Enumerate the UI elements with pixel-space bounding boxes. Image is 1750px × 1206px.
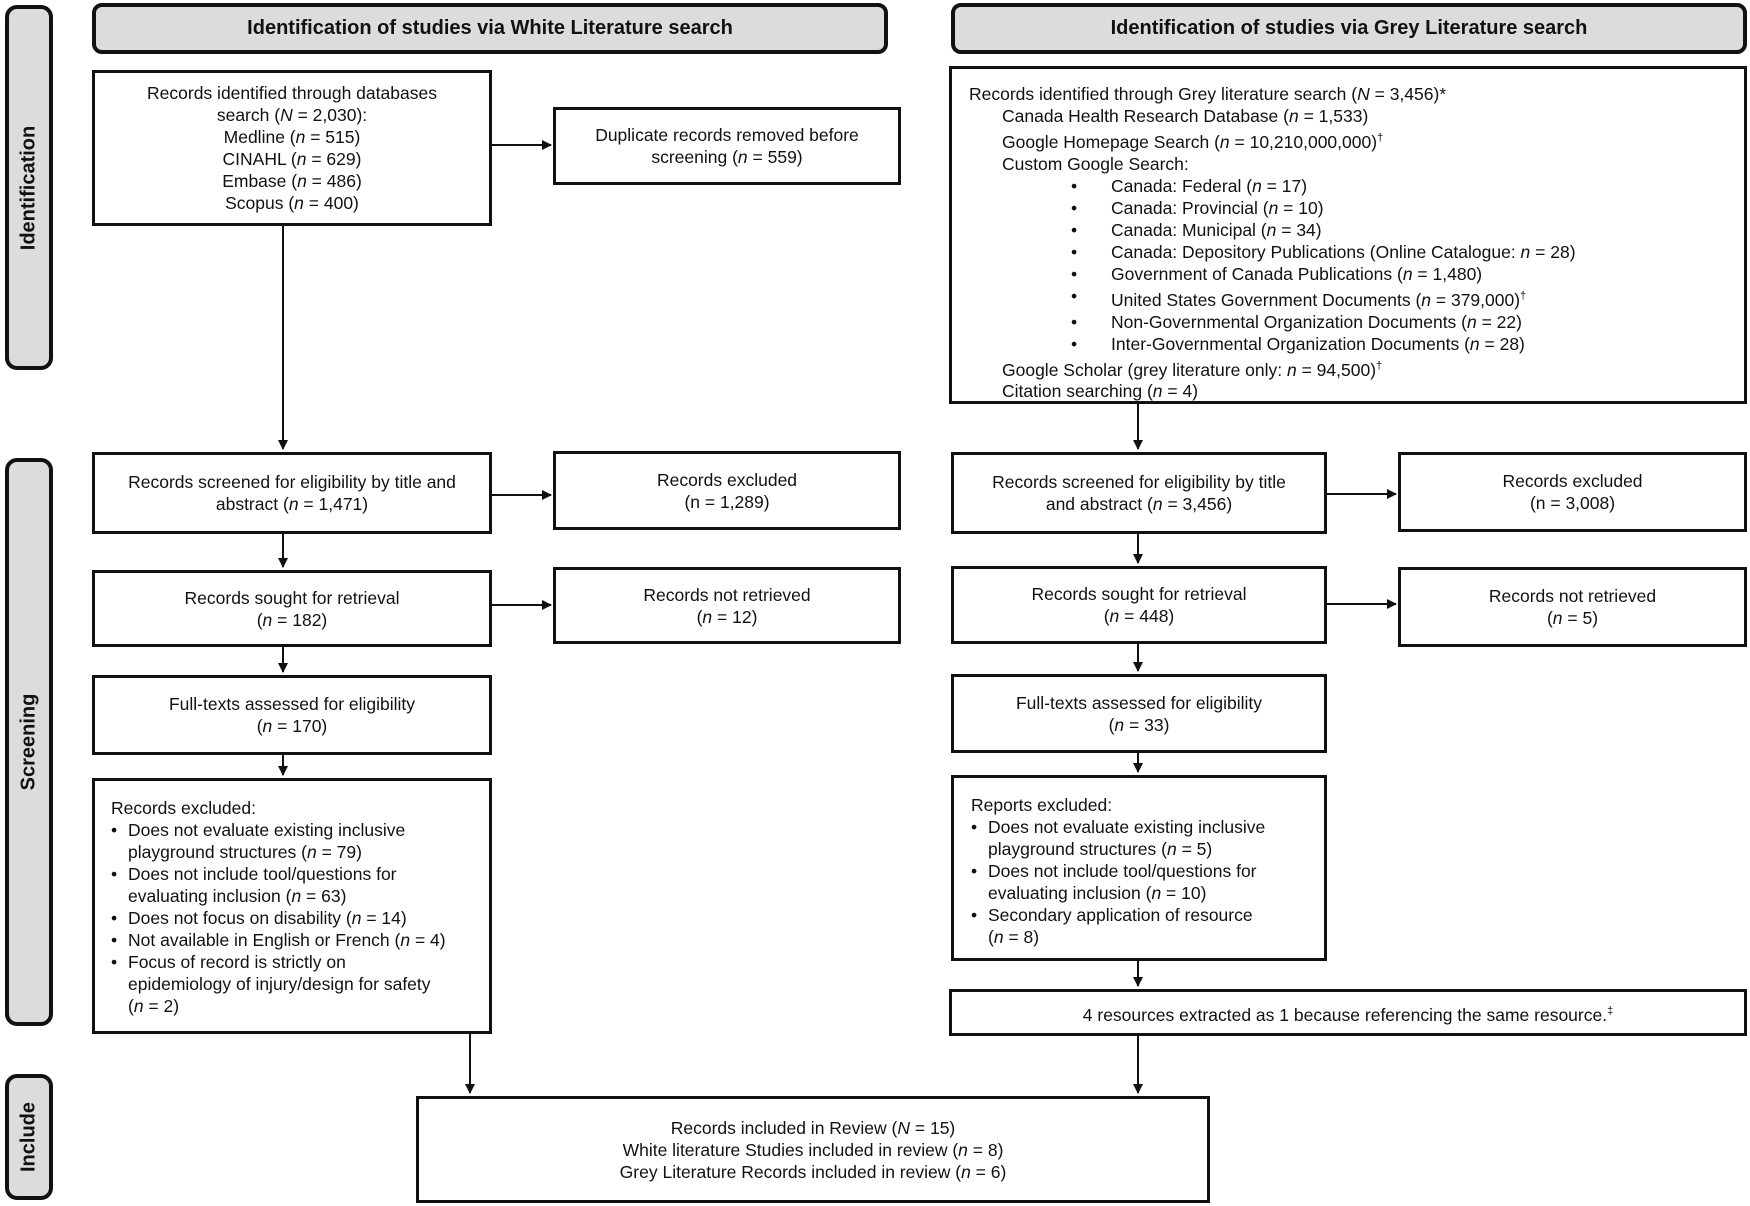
- text: and abstract (n = 3,456): [1045, 494, 1233, 514]
- text: Records identified through databases: [147, 83, 437, 103]
- text: Medline (n = 515): [223, 127, 361, 147]
- white-records-excluded-reasons-box: Records excluded: Does not evaluate exis…: [92, 778, 492, 1034]
- grey-records-identified-box: Records identified through Grey literatu…: [949, 66, 1747, 404]
- text: (n = 12): [696, 606, 758, 627]
- white-fulltext-assessed-box: Full-texts assessed for eligibility (n =…: [92, 675, 492, 755]
- list-item: Does not evaluate existing inclusive pla…: [111, 819, 489, 863]
- grey-header-text: Identification of studies via Grey Liter…: [1110, 17, 1588, 39]
- text: Records included in Review (N = 15): [670, 1117, 956, 1138]
- grey-records-sought-box: Records sought for retrieval (n = 448): [951, 566, 1327, 644]
- text: (n = 5): [1546, 608, 1599, 628]
- grey-search-bullet-item: United States Government Documents (n = …: [969, 285, 1744, 311]
- white-literature-header: Identification of studies via White Lite…: [92, 3, 888, 54]
- grey-records-screened-box: Records screened for eligibility by titl…: [951, 452, 1327, 534]
- text: (n = 1,289): [684, 491, 770, 512]
- text: (n = 448): [1103, 606, 1175, 626]
- text: screening (n = 559): [651, 147, 803, 167]
- text: Records excluded: [656, 469, 798, 490]
- grey-search-bullet-item: Canada: Depository Publications (Online …: [969, 241, 1744, 263]
- text: Duplicate records removed before: [595, 125, 859, 145]
- grey-search-bullet-item: Canada: Provincial (n = 10): [969, 197, 1744, 219]
- text: CINAHL (n = 629): [222, 149, 362, 169]
- grey-search-bullet-item: Non-Governmental Organization Documents …: [969, 311, 1744, 333]
- text: Records not retrieved: [1488, 586, 1657, 606]
- white-records-identified-box: Records identified through databases sea…: [92, 70, 492, 226]
- grey-search-bullet-item: Canada: Municipal (n = 34): [969, 219, 1744, 241]
- list-item: Secondary application of resource (n = 8…: [971, 904, 1324, 948]
- text: Records sought for retrieval: [1031, 584, 1247, 604]
- white-records-excluded-box: Records excluded (n = 1,289): [553, 451, 901, 530]
- text: Records screened for eligibility by titl…: [128, 472, 456, 492]
- text: Google Homepage Search (n = 10,210,000,0…: [1002, 131, 1384, 152]
- text: Scopus (n = 400): [225, 193, 359, 213]
- grey-reports-excluded-box: Reports excluded: Does not evaluate exis…: [951, 775, 1327, 961]
- white-duplicates-removed-box: Duplicate records removed before screeni…: [553, 107, 901, 185]
- list-item: Does not include tool/questions for eval…: [111, 863, 489, 907]
- list-item: Does not evaluate existing inclusive pla…: [971, 816, 1324, 860]
- phase-include-label: Include: [5, 1074, 53, 1200]
- text: Google Scholar (grey literature only: n …: [1002, 359, 1383, 380]
- text: (n = 33): [1108, 714, 1170, 735]
- text: Full-texts assessed for eligibility: [168, 694, 416, 714]
- records-included-box: Records included in Review (N = 15) Whit…: [416, 1096, 1210, 1203]
- white-records-not-retrieved-box: Records not retrieved (n = 12): [553, 567, 901, 644]
- text: Embase (n = 486): [222, 171, 362, 191]
- text: Records excluded:: [111, 798, 256, 818]
- phase-identification-label: Identification: [5, 5, 53, 370]
- text: Records not retrieved: [643, 584, 811, 605]
- text: (n = 3,008): [1529, 493, 1616, 513]
- text: Custom Google Search:: [1002, 153, 1189, 174]
- grey-resources-note-box: 4 resources extracted as 1 because refer…: [949, 989, 1747, 1036]
- white-header-text: Identification of studies via White Lite…: [247, 17, 733, 39]
- text: Grey Literature Records included in revi…: [619, 1161, 1007, 1182]
- text: Citation searching (n = 4): [1002, 381, 1199, 402]
- list-item: Not available in English or French (n = …: [111, 929, 489, 951]
- text: Full-texts assessed for eligibility: [1015, 692, 1263, 713]
- text: Reports excluded:: [971, 795, 1113, 815]
- white-records-screened-box: Records screened for eligibility by titl…: [92, 452, 492, 534]
- text: Canada Health Research Database (n = 1,5…: [1002, 106, 1369, 126]
- list-item: Does not include tool/questions for eval…: [971, 860, 1324, 904]
- grey-fulltext-assessed-box: Full-texts assessed for eligibility (n =…: [951, 674, 1327, 753]
- text: Records screened for eligibility by titl…: [992, 472, 1286, 492]
- phase-screening-label: Screening: [5, 458, 53, 1026]
- grey-search-bullet-item: Canada: Federal (n = 17): [969, 175, 1744, 197]
- text: White literature Studies included in rev…: [622, 1139, 1004, 1160]
- grey-records-excluded-box: Records excluded (n = 3,008): [1398, 452, 1747, 532]
- list-item: Focus of record is strictly on epidemiol…: [111, 951, 489, 1017]
- grey-literature-header: Identification of studies via Grey Liter…: [951, 3, 1747, 54]
- grey-records-not-retrieved-box: Records not retrieved (n = 5): [1398, 567, 1747, 647]
- text: 4 resources extracted as 1 because refer…: [1082, 1004, 1614, 1025]
- text: (n = 182): [256, 609, 328, 630]
- grey-search-bullet-item: Government of Canada Publications (n = 1…: [969, 263, 1744, 285]
- text: Records sought for retrieval: [184, 587, 400, 608]
- text: abstract (n = 1,471): [215, 494, 369, 514]
- text: Records excluded: [1502, 471, 1643, 491]
- list-item: Does not focus on disability (n = 14): [111, 907, 489, 929]
- text: search (N = 2,030):: [216, 105, 368, 125]
- text: (n = 170): [256, 716, 328, 736]
- grey-search-bullet-item: Inter-Governmental Organization Document…: [969, 333, 1744, 355]
- text: Records identified through Grey literatu…: [969, 84, 1447, 104]
- white-records-sought-box: Records sought for retrieval (n = 182): [92, 570, 492, 647]
